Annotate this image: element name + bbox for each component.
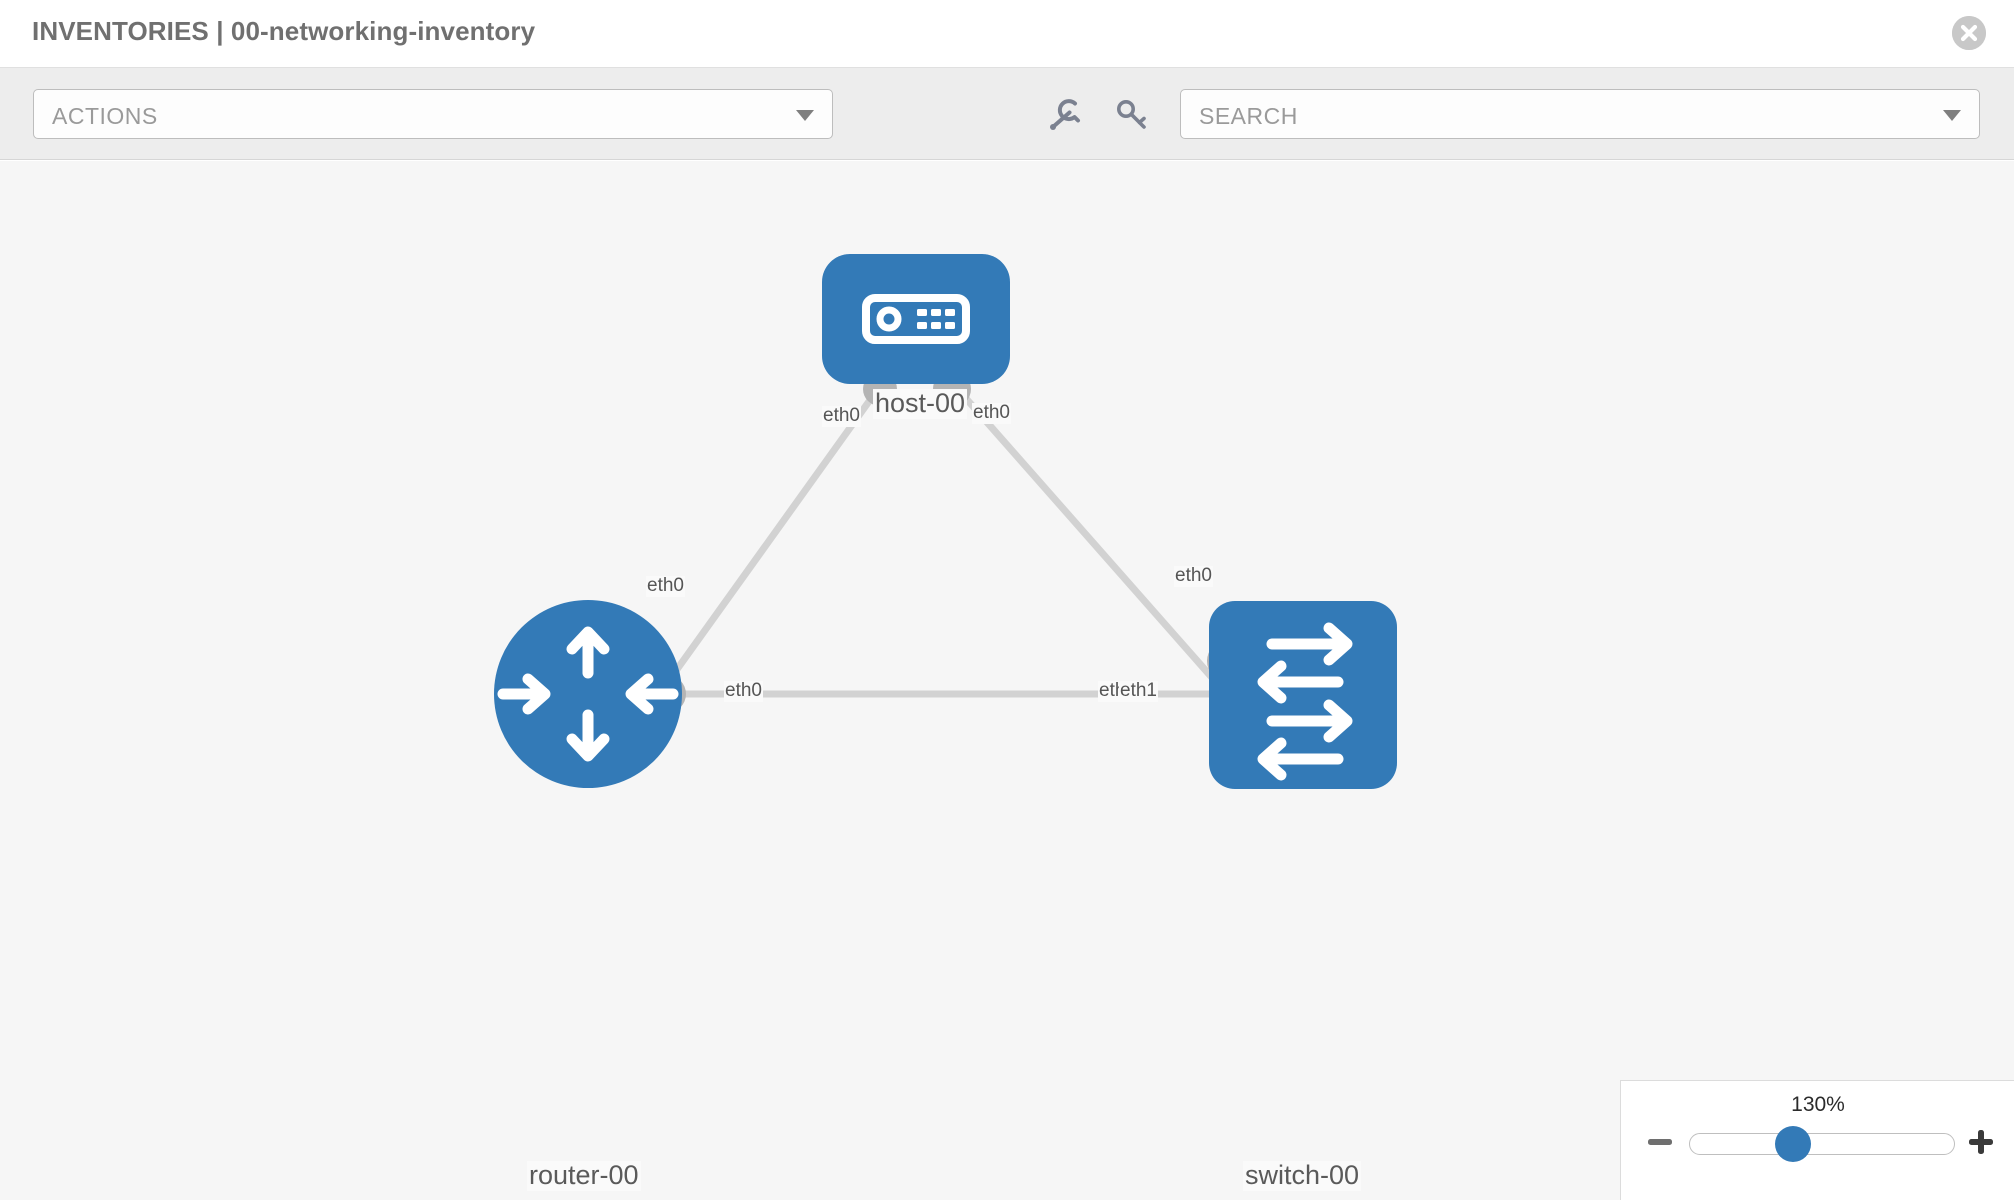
close-icon[interactable] — [1952, 16, 1986, 50]
minus-icon[interactable] — [1645, 1127, 1675, 1157]
topology-endpoints — [648, 370, 1255, 714]
iface-label-router-00-up: eth0 — [646, 575, 685, 597]
search-input[interactable]: SEARCH — [1180, 89, 1980, 139]
link-host00-router00 — [636, 382, 884, 725]
iface-label-host-00-right: eth0 — [972, 402, 1011, 424]
plus-icon[interactable] — [1966, 1127, 1996, 1157]
topology-canvas[interactable]: host-00 eth0 eth0 eth0 eth0 eth0 eth eth… — [0, 161, 2014, 1200]
node-switch-00[interactable] — [1209, 601, 1397, 789]
node-label-router-00: router-00 — [527, 1160, 641, 1191]
iface-label-switch-00-up: eth0 — [1174, 565, 1213, 587]
page-header: INVENTORIES | 00-networking-inventory — [0, 0, 2014, 68]
iface-label-router-00-right: eth0 — [724, 680, 763, 702]
topology-graph[interactable] — [0, 161, 2014, 1200]
actions-dropdown-label: ACTIONS — [52, 103, 158, 129]
zoom-slider-track[interactable] — [1689, 1133, 1955, 1155]
node-label-host-00: host-00 — [873, 388, 968, 419]
search-placeholder: SEARCH — [1199, 103, 1298, 129]
chevron-down-icon — [1943, 110, 1961, 121]
node-host-00[interactable] — [822, 254, 1010, 384]
server-icon — [862, 294, 970, 344]
node-label-switch-00: switch-00 — [1243, 1160, 1362, 1191]
toolbar: ACTIONS SEARCH — [0, 68, 2014, 160]
wrench-icon[interactable] — [1045, 96, 1083, 134]
page-title: INVENTORIES | 00-networking-inventory — [32, 16, 536, 46]
node-router-00[interactable] — [494, 600, 682, 788]
link-host00-switch00 — [951, 382, 1219, 685]
key-icon[interactable] — [1113, 96, 1151, 134]
zoom-level-value: 130% — [1791, 1093, 1845, 1116]
iface-label-switch-00-left-b: eth1 — [1119, 680, 1158, 702]
topology-links — [636, 382, 1249, 725]
router-arrows-icon — [497, 626, 679, 762]
zoom-control-panel: 130% — [1620, 1080, 2014, 1200]
switch-arrows-icon — [1257, 622, 1353, 781]
chevron-down-icon — [796, 110, 814, 121]
iface-label-host-00-left: eth0 — [822, 405, 861, 427]
actions-dropdown[interactable]: ACTIONS — [33, 89, 833, 139]
zoom-slider-thumb[interactable] — [1775, 1126, 1811, 1162]
